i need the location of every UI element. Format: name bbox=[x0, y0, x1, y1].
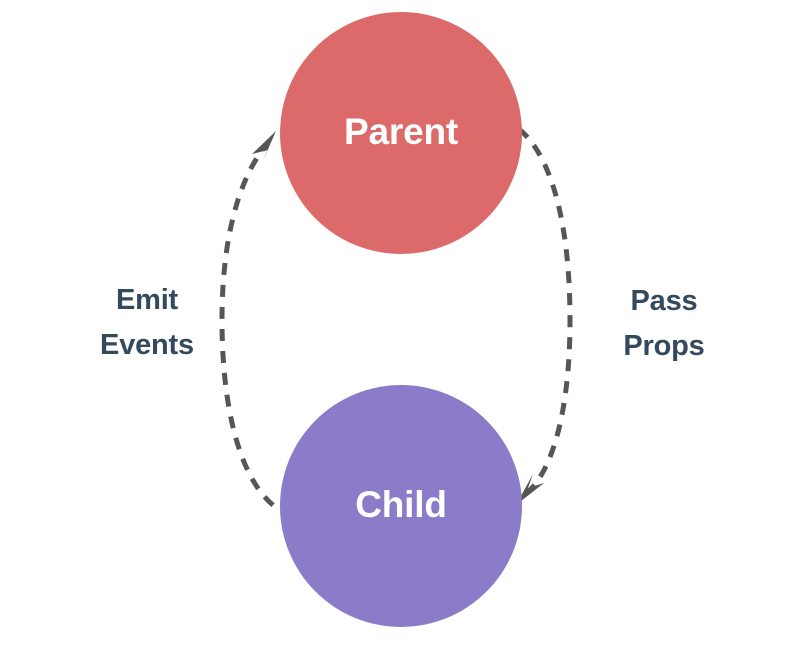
edge-label-pass-props: Pass Props bbox=[623, 285, 704, 362]
node-parent[interactable]: Parent bbox=[280, 12, 522, 254]
pass-props-label-line-1: Pass bbox=[631, 285, 698, 317]
emit-events-label-line-2: Events bbox=[100, 329, 194, 361]
edge-emit-events bbox=[219, 131, 293, 519]
pass-props-dashed-path bbox=[517, 127, 573, 494]
edge-pass-props bbox=[516, 127, 573, 505]
child-node-label: Child bbox=[355, 484, 446, 525]
pass-props-arrowhead-icon bbox=[516, 474, 544, 505]
edge-label-emit-events: Emit Events bbox=[100, 284, 194, 361]
child-circle-shape[interactable] bbox=[280, 385, 522, 627]
parent-node-label: Parent bbox=[344, 111, 458, 152]
parent-circle-shape[interactable] bbox=[280, 12, 522, 254]
emit-events-arrowhead-icon bbox=[252, 131, 276, 163]
node-child[interactable]: Child bbox=[280, 385, 522, 627]
emit-events-label-line-1: Emit bbox=[116, 284, 179, 316]
pass-props-label-line-2: Props bbox=[623, 330, 704, 362]
emit-events-dashed-path bbox=[219, 143, 293, 519]
